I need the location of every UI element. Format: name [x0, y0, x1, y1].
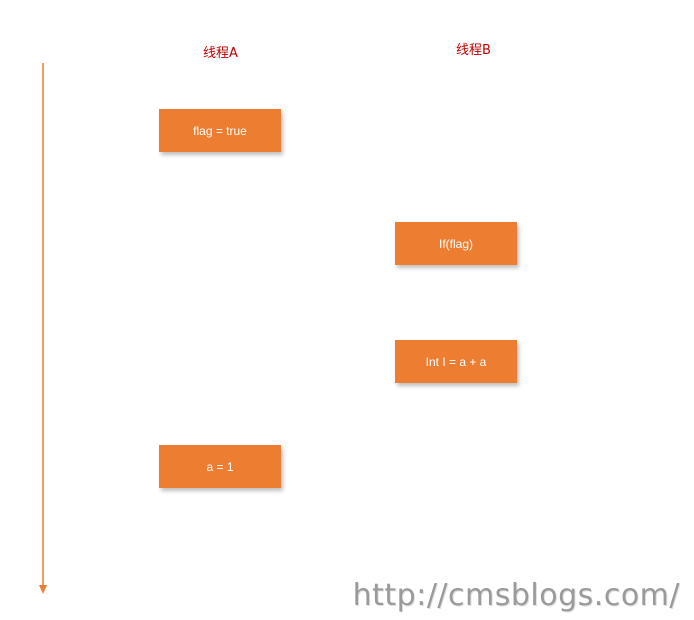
- thread-a-step-flag-true: flag = true: [159, 109, 281, 152]
- thread-b-label: 线程B: [456, 43, 491, 58]
- watermark-url: http://cmsblogs.com/: [352, 578, 680, 613]
- thread-b-step-int-i: Int I = a + a: [395, 340, 517, 383]
- thread-a-step-a-equals-1: a = 1: [159, 445, 281, 488]
- thread-a-label: 线程A: [203, 46, 238, 61]
- time-axis-arrowhead: [39, 585, 47, 594]
- thread-b-step-if-flag: If(flag): [395, 222, 517, 265]
